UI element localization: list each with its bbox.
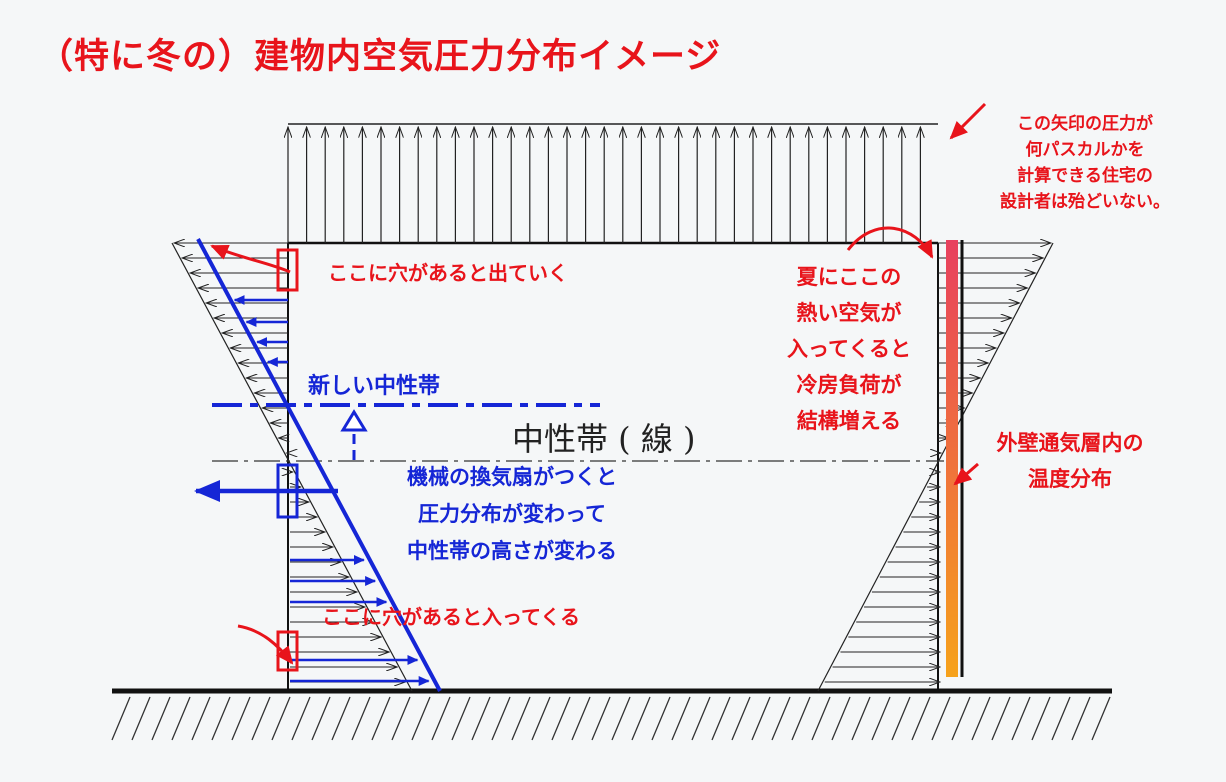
hole-top-label: ここに穴があると出ていく — [328, 261, 568, 285]
hatch-stroke — [291, 696, 311, 741]
hatch-stroke — [651, 696, 671, 741]
ground-hatching — [111, 696, 1111, 741]
hatch-stroke — [211, 696, 231, 741]
summer-note-line-2: 熱い空気が — [797, 301, 902, 325]
hatch-stroke — [151, 696, 171, 741]
hatch-stroke — [751, 696, 771, 741]
hole-bottom-label: ここに穴があると入ってくる — [322, 605, 580, 629]
hatch-stroke — [631, 696, 651, 741]
hatch-stroke — [791, 696, 811, 741]
diagram-title: （特に冬の）建物内空気圧力分布イメージ — [38, 37, 722, 77]
hatch-stroke — [311, 696, 331, 741]
summer-note: 夏にここの 熱い空気が 入ってくると 冷房負荷が 結構増える — [787, 265, 911, 433]
hatch-stroke — [371, 696, 391, 741]
fan-note-line-1: 機械の換気扇がつくと — [407, 465, 617, 489]
hatch-stroke — [531, 696, 551, 741]
hole-top-marker — [276, 248, 299, 292]
hole-top-out-arrow — [210, 244, 291, 274]
summer-note-line-4: 冷房負荷が — [797, 373, 902, 397]
hatch-stroke — [911, 696, 931, 741]
note-top-line-2: 何パスカルかを — [1026, 139, 1145, 160]
new-neutral-label: 新しい中性帯 — [308, 373, 440, 399]
hatch-stroke — [971, 696, 991, 741]
hatch-stroke — [231, 696, 251, 741]
fan-note-line-3: 中性帯の高さが変わる — [407, 539, 617, 563]
hatch-stroke — [511, 696, 531, 741]
hatch-stroke — [851, 696, 871, 741]
note-top-line-1: この矢印の圧力が — [1017, 113, 1153, 134]
hatch-stroke — [871, 696, 891, 741]
hole-middle-marker — [276, 463, 299, 519]
fan-note-line-2: 圧力分布が変わって — [418, 502, 606, 526]
hatch-stroke — [711, 696, 731, 741]
hatch-stroke — [811, 696, 831, 741]
hatch-stroke — [691, 696, 711, 741]
hatch-stroke — [451, 696, 471, 741]
hatch-stroke — [831, 696, 851, 741]
wall-note-arrow — [953, 462, 979, 486]
hatch-stroke — [771, 696, 791, 741]
fan-note: 機械の換気扇がつくと 圧力分布が変わって 中性帯の高さが変わる — [407, 465, 617, 563]
wall-note: 外壁通気層内の 温度分布 — [997, 431, 1144, 491]
red-arrows — [210, 102, 987, 665]
hatch-stroke — [1031, 696, 1051, 741]
hatch-stroke — [391, 696, 411, 741]
hatch-stroke — [951, 696, 971, 741]
neutral-line-label: 中性帯 ( 線 ) — [512, 420, 696, 458]
hatch-stroke — [171, 696, 191, 741]
hatch-stroke — [431, 696, 451, 741]
wall-pressure-arrows — [174, 243, 1051, 682]
hatch-stroke — [671, 696, 691, 741]
hatch-stroke — [331, 696, 351, 741]
hatch-stroke — [991, 696, 1011, 741]
hatch-stroke — [551, 696, 571, 741]
hatch-stroke — [111, 696, 131, 741]
note-top-line-3: 計算できる住宅の — [1017, 165, 1153, 186]
hatch-stroke — [1011, 696, 1031, 741]
hatch-stroke — [1071, 696, 1091, 741]
hatch-stroke — [931, 696, 951, 741]
hatch-stroke — [611, 696, 631, 741]
hatch-stroke — [731, 696, 751, 741]
roof-pressure-arrows — [288, 123, 938, 243]
hatch-stroke — [191, 696, 211, 741]
wall-note-line-1: 外壁通気層内の — [997, 431, 1144, 455]
wall-cavity-gradient — [946, 240, 958, 677]
hatch-stroke — [891, 696, 911, 741]
hatch-stroke — [271, 696, 291, 741]
hatch-stroke — [131, 696, 151, 741]
summer-heat-arrow — [846, 226, 934, 259]
pressure-triangle-lines — [171, 242, 1054, 692]
wall-note-line-2: 温度分布 — [1028, 467, 1112, 491]
hatch-stroke — [1051, 696, 1071, 741]
summer-note-line-3: 入ってくると — [787, 337, 911, 361]
summer-note-line-1: 夏にここの — [797, 265, 902, 289]
hole-bottom-in-arrow — [237, 624, 294, 665]
hatch-stroke — [491, 696, 511, 741]
hatch-stroke — [351, 696, 371, 741]
note-top-line-4: 設計者は殆どいない。 — [1000, 191, 1170, 212]
summer-note-line-5: 結構増える — [797, 409, 901, 433]
hatch-stroke — [251, 696, 271, 741]
note-pointer-arrow — [949, 102, 987, 140]
note-top: この矢印の圧力が 何パスカルかを 計算できる住宅の 設計者は殆どいない。 — [1000, 113, 1170, 212]
new-pressure-distribution — [194, 238, 600, 692]
hatch-stroke — [471, 696, 491, 741]
hatch-stroke — [411, 696, 431, 741]
hatch-stroke — [1091, 696, 1111, 741]
hatch-stroke — [571, 696, 591, 741]
hatch-stroke — [591, 696, 611, 741]
